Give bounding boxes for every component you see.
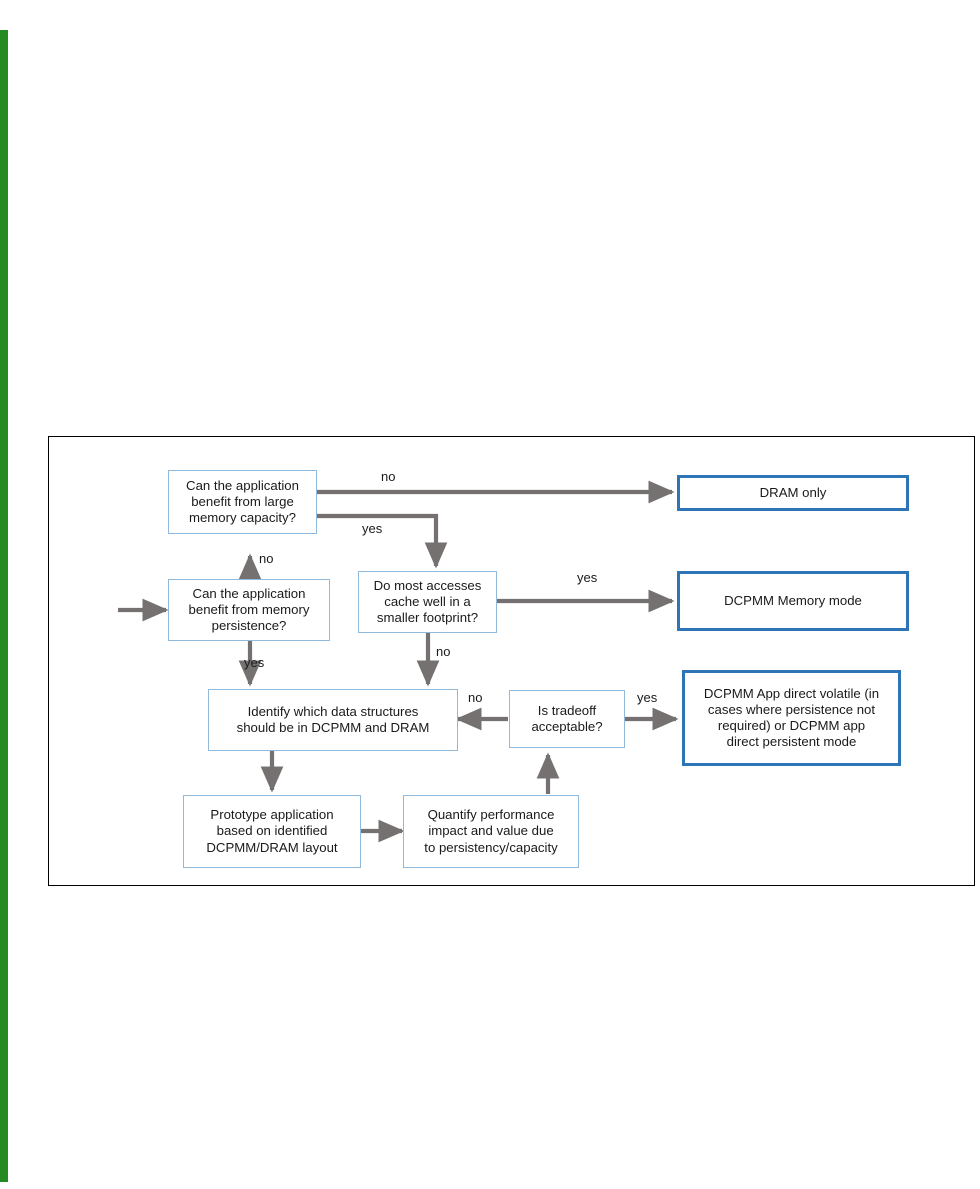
result-dcpmm-app-direct[interactable]: DCPMM App direct volatile (in cases wher… bbox=[682, 670, 901, 766]
edge-label-n2-no: no bbox=[259, 551, 274, 566]
node-is-tradeoff-acceptable[interactable]: Is tradeoff acceptable? bbox=[509, 690, 625, 748]
edge-label-n1-no: no bbox=[381, 469, 396, 484]
node-prototype-application[interactable]: Prototype application based on identifie… bbox=[183, 795, 361, 868]
node-identify-data-structures[interactable]: Identify which data structures should be… bbox=[208, 689, 458, 751]
result-dcpmm-memory-mode[interactable]: DCPMM Memory mode bbox=[677, 571, 909, 631]
edge-label-n1-yes: yes bbox=[362, 521, 383, 536]
node-label: DCPMM App direct volatile (in cases wher… bbox=[703, 685, 880, 750]
edge-label-n7-no: no bbox=[468, 690, 483, 705]
node-label: Prototype application based on identifie… bbox=[206, 807, 338, 855]
result-dram-only[interactable]: DRAM only bbox=[677, 475, 909, 511]
left-accent-bar bbox=[0, 30, 8, 1182]
edge-label-n3-no: no bbox=[436, 644, 451, 659]
node-label: Can the application benefit from large m… bbox=[186, 477, 299, 526]
node-benefit-large-memory-capacity[interactable]: Can the application benefit from large m… bbox=[168, 470, 317, 534]
node-label: DRAM only bbox=[759, 484, 827, 500]
node-label: DCPMM Memory mode bbox=[724, 592, 862, 608]
edge-label-n2-yes: yes bbox=[244, 655, 265, 670]
node-quantify-performance[interactable]: Quantify performance impact and value du… bbox=[403, 795, 579, 868]
node-label: Can the application benefit from memory … bbox=[188, 585, 310, 634]
node-label: Do most accesses cache well in a smaller… bbox=[373, 577, 482, 626]
node-label: Identify which data structures should be… bbox=[236, 703, 430, 735]
node-accesses-cache-well[interactable]: Do most accesses cache well in a smaller… bbox=[358, 571, 497, 633]
node-label: Quantify performance impact and value du… bbox=[424, 807, 558, 855]
edge-label-n3-yes: yes bbox=[577, 570, 598, 585]
node-benefit-memory-persistence[interactable]: Can the application benefit from memory … bbox=[168, 579, 330, 641]
node-label: Is tradeoff acceptable? bbox=[531, 702, 603, 734]
edge-label-n7-yes: yes bbox=[637, 690, 658, 705]
